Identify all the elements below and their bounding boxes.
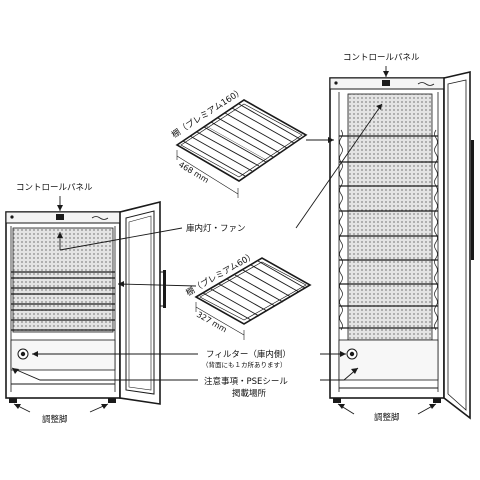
shelves-small [11, 271, 115, 331]
adjustable-feet-small [9, 398, 116, 403]
shelves-tall [339, 135, 438, 329]
label-shelf-premium60: 棚（プレミアム60） [184, 250, 257, 299]
small-fridge [5, 200, 166, 405]
tall-fridge [329, 70, 474, 420]
label-light-fan: 庫内灯・ファン [186, 223, 246, 234]
adjustable-feet-tall [333, 398, 441, 403]
label-control-panel-left: コントロールパネル [16, 183, 93, 193]
label-caution-line1: 注意事項・PSEシール [204, 376, 288, 387]
label-filter: フィルター（庫内側） [206, 349, 291, 360]
label-control-panel-right: コントロールパネル [343, 53, 420, 63]
label-adjust-feet-right: 調整脚 [374, 412, 400, 423]
shelf-premium160-illustration [175, 99, 308, 198]
label-shelf-premium160: 棚（プレミアム160） [170, 86, 246, 141]
small-fridge-door [119, 200, 166, 405]
filter-icon [17, 348, 29, 360]
label-dim-327: 327 mm [195, 310, 229, 335]
label-filter-note: （背面にも１カ所あります） [202, 360, 287, 369]
label-caution-line2: 掲載場所 [232, 388, 267, 399]
shelf-premium60-illustration [194, 257, 312, 340]
tall-fridge-door [443, 70, 474, 420]
control-panel-display-tall [382, 80, 390, 86]
label-dim-468: 468 mm [177, 160, 210, 185]
control-panel-display-small [56, 214, 64, 220]
label-adjust-feet-left: 調整脚 [42, 414, 68, 425]
arrow-heads [12, 71, 436, 409]
filter-icon-tall [346, 348, 358, 360]
leader-lines [11, 66, 437, 415]
